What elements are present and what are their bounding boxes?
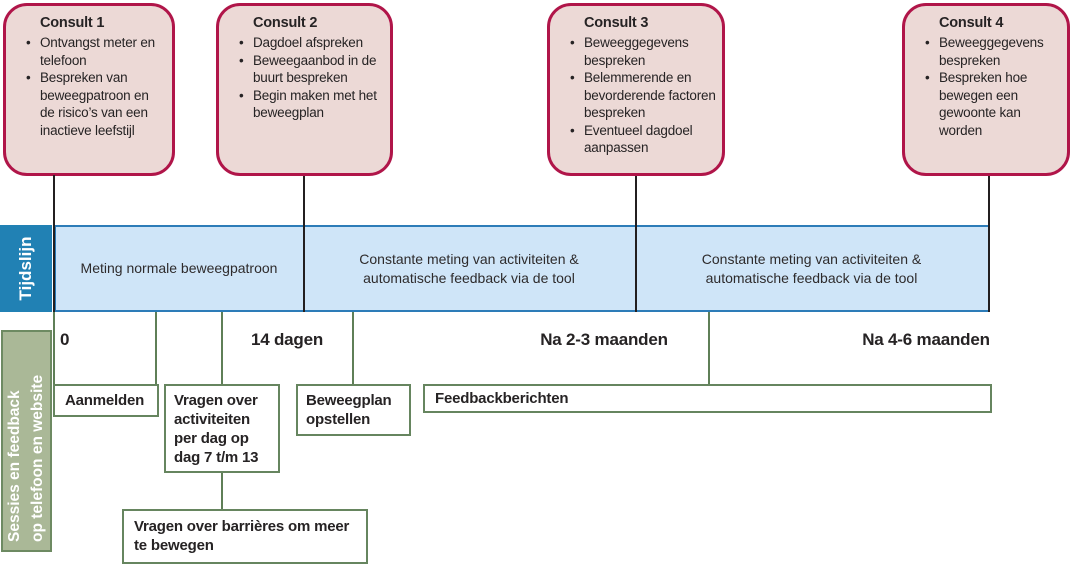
timeline-band (54, 225, 990, 312)
milestone-na-4-6-maanden: Na 4-6 maanden (862, 330, 990, 349)
consult-card-3: Consult 3 Beweeggegevens bespreken Belem… (547, 3, 725, 176)
connector-consult-4 (988, 176, 990, 312)
consult-2-title: Consult 2 (253, 15, 318, 31)
connector-vragen-activiteiten (221, 312, 223, 384)
sessions-sidebar-label-line2: op telefoon en website (29, 374, 46, 542)
consult-bullet: Beweeggegevens bespreken (570, 34, 716, 69)
milestone-na-2-3-maanden: Na 2-3 maanden (540, 330, 668, 349)
consult-bullet: Beweeggegevens bespreken (925, 34, 1061, 69)
milestone-0: 0 (60, 330, 70, 349)
timeline-segment-2: Constante meting van activiteiten & auto… (303, 225, 635, 312)
timeline-segment-1-text: Meting normale beweegpatroon (80, 260, 278, 276)
consult-2-bullet-list: Dagdoel afspreken Beweegaanbod in de buu… (231, 34, 384, 122)
consult-4-title: Consult 4 (939, 15, 1004, 31)
connector-consult-2 (303, 176, 305, 312)
consult-card-1: Consult 1 Ontvangst meter en telefoon Be… (3, 3, 175, 176)
box-beweegplan-opstellen: Beweegplan opstellen (296, 384, 411, 436)
consult-bullet: Eventueel dagdoel aanpassen (570, 122, 716, 157)
consult-4-bullet-list: Beweeggegevens bespreken Bespreken hoe b… (917, 34, 1061, 139)
consult-3-bullet-list: Beweeggegevens bespreken Belemmerende en… (562, 34, 716, 157)
consult-card-4: Consult 4 Beweeggegevens bespreken Bespr… (902, 3, 1070, 176)
timeline-segment-3: Constante meting van activiteiten & auto… (635, 225, 988, 312)
connector-aanmelden-right (155, 312, 157, 384)
connector-vragen-barrieres (221, 471, 223, 511)
sessions-sidebar: Sessies en feedback op telefoon en websi… (1, 330, 52, 552)
timeline-segment-1: Meting normale beweegpatroon (55, 225, 303, 312)
box-vragen-activiteiten: Vragen over activiteiten per dag op dag … (164, 384, 280, 473)
consult-bullet: Bespreken hoe bewegen een gewoonte kan w… (925, 69, 1061, 139)
consult-card-2: Consult 2 Dagdoel afspreken Beweegaanbod… (216, 3, 393, 176)
box-vragen-barrieres: Vragen over barrières om meer te bewegen (122, 509, 368, 564)
box-feedbackberichten: Feedbackberichten (423, 384, 992, 413)
consult-1-bullet-list: Ontvangst meter en telefoon Bespreken va… (18, 34, 166, 139)
timeline-segment-2-text: Constante meting van activiteiten & auto… (359, 250, 579, 286)
consult-1-title: Consult 1 (40, 15, 105, 31)
consult-bullet: Dagdoel afspreken (239, 34, 384, 52)
consult-bullet: Ontvangst meter en telefoon (26, 34, 166, 69)
connector-feedbackberichten (708, 312, 710, 384)
timeline-header: Tijdslijn (0, 225, 52, 312)
sessions-sidebar-label: Sessies en feedback op telefoon en websi… (3, 332, 50, 550)
connector-consult-1 (53, 175, 55, 312)
consult-bullet: Beweegaanbod in de buurt bespreken (239, 52, 384, 87)
connector-consult-3 (635, 176, 637, 312)
consult-3-title: Consult 3 (584, 15, 649, 31)
sessions-sidebar-label-line1: Sessies en feedback (6, 390, 23, 542)
consult-bullet: Belemmerende en bevorderende factoren be… (570, 69, 716, 122)
connector-beweegplan (352, 312, 354, 384)
milestone-14-dagen: 14 dagen (250, 330, 324, 349)
connector-aanmelden-left (53, 312, 55, 384)
box-aanmelden: Aanmelden (53, 384, 159, 417)
consult-bullet: Bespreken van beweegpatroon en de risico… (26, 69, 166, 139)
timeline-header-label: Tijdslijn (16, 236, 35, 301)
timeline-segment-3-text: Constante meting van activiteiten & auto… (701, 250, 922, 286)
consult-bullet: Begin maken met het beweegplan (239, 87, 384, 122)
